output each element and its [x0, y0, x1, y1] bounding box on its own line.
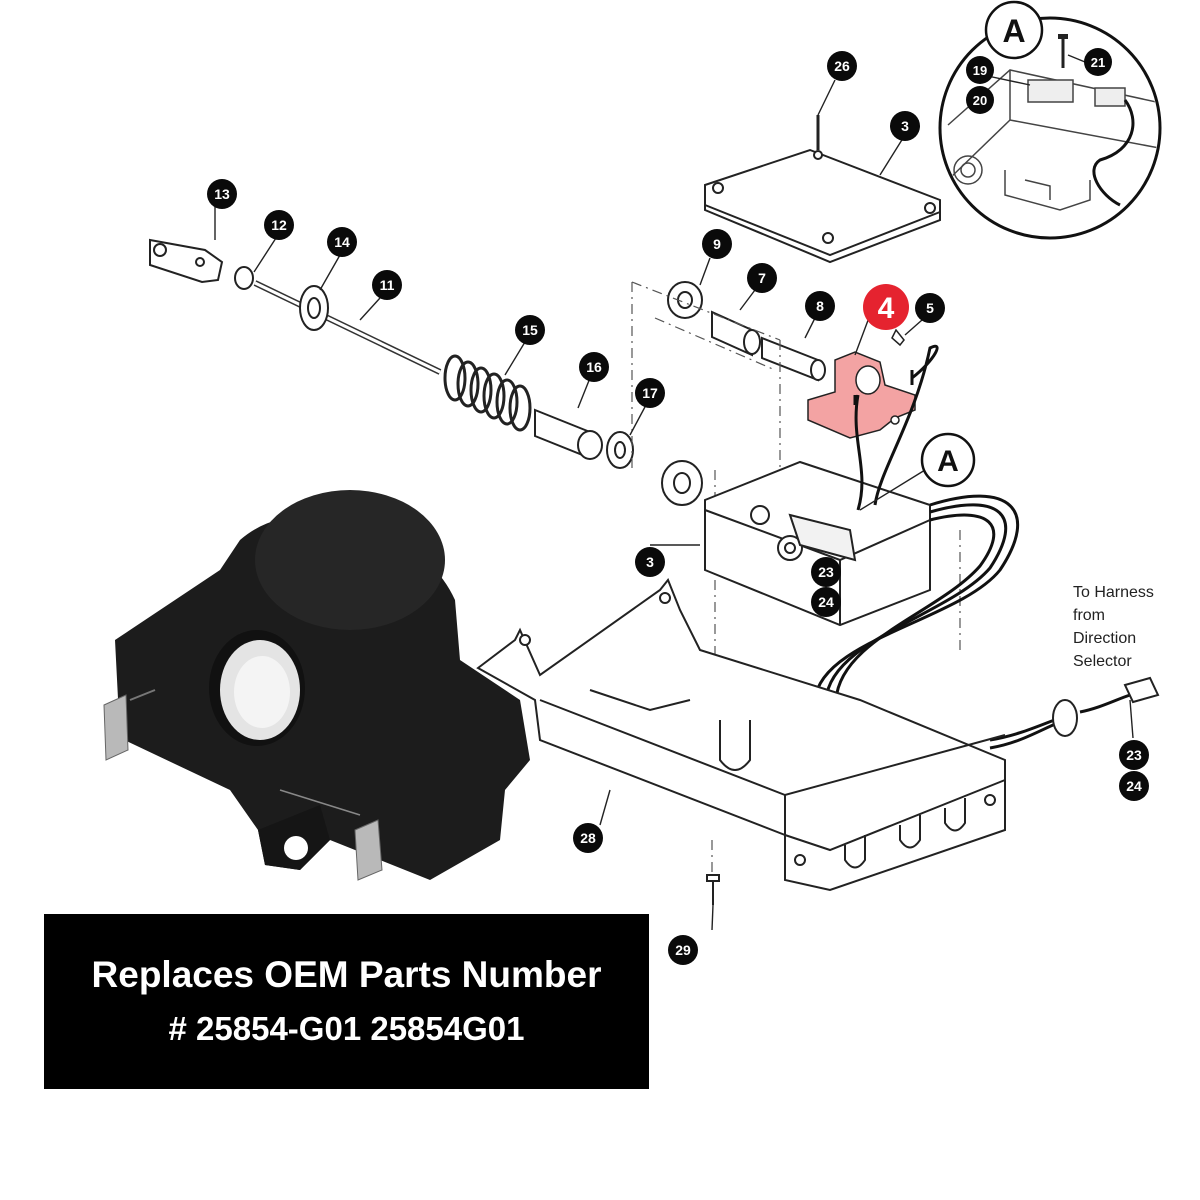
callout-23-harness: 23 [1119, 740, 1149, 770]
svg-text:11: 11 [380, 277, 395, 293]
caption-line-2: # 25854-G01 25854G01 [168, 1010, 525, 1047]
callout-11: 11 [372, 270, 402, 300]
svg-text:23: 23 [818, 564, 834, 580]
svg-text:4: 4 [878, 292, 895, 325]
svg-text:29: 29 [675, 942, 691, 958]
callout-16: 16 [579, 352, 609, 382]
svg-text:24: 24 [818, 594, 834, 610]
callout-19: 19 [966, 56, 994, 84]
svg-text:14: 14 [334, 234, 350, 250]
callout-15: 15 [515, 315, 545, 345]
screw-5 [891, 328, 905, 347]
callout-7: 7 [747, 263, 777, 293]
svg-text:28: 28 [580, 830, 596, 846]
callout-3-top: 3 [890, 111, 920, 141]
svg-text:3: 3 [901, 118, 909, 134]
callout-26: 26 [827, 51, 857, 81]
cover-plate [704, 115, 941, 264]
svg-text:12: 12 [271, 217, 287, 233]
coil-product-image [103, 490, 530, 881]
callout-23-housing: 23 [811, 557, 841, 587]
callout-17: 17 [635, 378, 665, 408]
svg-text:9: 9 [713, 236, 721, 252]
callout-9: 9 [702, 229, 732, 259]
svg-text:7: 7 [758, 270, 766, 286]
callout-20: 20 [966, 86, 994, 114]
callout-5: 5 [915, 293, 945, 323]
harness-connector [1052, 676, 1160, 737]
callout-21: 21 [1084, 48, 1112, 76]
callout-4-highlight: 4 [863, 284, 909, 330]
caption-line-1: Replaces OEM Parts Number [91, 954, 602, 995]
detail-letter-circle-top [984, 0, 1044, 60]
screw-29 [706, 874, 720, 905]
svg-text:15: 15 [522, 322, 538, 338]
callout-28: 28 [573, 823, 603, 853]
svg-text:19: 19 [973, 63, 987, 78]
svg-text:8: 8 [816, 298, 824, 314]
svg-text:16: 16 [586, 359, 602, 375]
svg-text:3: 3 [646, 554, 654, 570]
callout-3-lower: 3 [635, 547, 665, 577]
svg-text:20: 20 [973, 93, 987, 108]
svg-text:17: 17 [642, 385, 658, 401]
detail-letter-circle-mid [920, 432, 976, 488]
detail-inset-a [938, 16, 1162, 240]
callout-8: 8 [805, 291, 835, 321]
svg-text:5: 5 [926, 300, 934, 316]
svg-text:26: 26 [834, 58, 850, 74]
callouts: 26 3 13 12 14 11 9 7 8 4 5 15 16 17 3 23… [207, 48, 1149, 965]
svg-text:13: 13 [214, 186, 230, 202]
svg-text:Selector: Selector [1073, 653, 1132, 670]
callout-12: 12 [264, 210, 294, 240]
svg-text:Direction: Direction [1073, 630, 1136, 647]
highlighted-part-4 [807, 351, 916, 439]
callout-13: 13 [207, 179, 237, 209]
svg-text:To Harness: To Harness [1073, 584, 1154, 601]
base-bracket [476, 578, 1006, 892]
oem-caption-box: Replaces OEM Parts Number # 25854-G01 25… [44, 914, 649, 1089]
callout-14: 14 [327, 227, 357, 257]
harness-note: To Harness from Direction Selector [1073, 584, 1154, 670]
svg-text:21: 21 [1091, 55, 1105, 70]
callout-24-housing: 24 [811, 587, 841, 617]
leader-lines [214, 54, 1134, 931]
svg-text:24: 24 [1126, 778, 1142, 794]
switch-housing [704, 460, 931, 627]
shaft-assembly [149, 238, 826, 506]
svg-text:from: from [1073, 607, 1105, 624]
detail-letter-top: A [1002, 13, 1025, 49]
svg-text:23: 23 [1126, 747, 1142, 763]
detail-letter-mid: A [937, 445, 959, 478]
callout-29: 29 [668, 935, 698, 965]
callout-24-harness: 24 [1119, 771, 1149, 801]
